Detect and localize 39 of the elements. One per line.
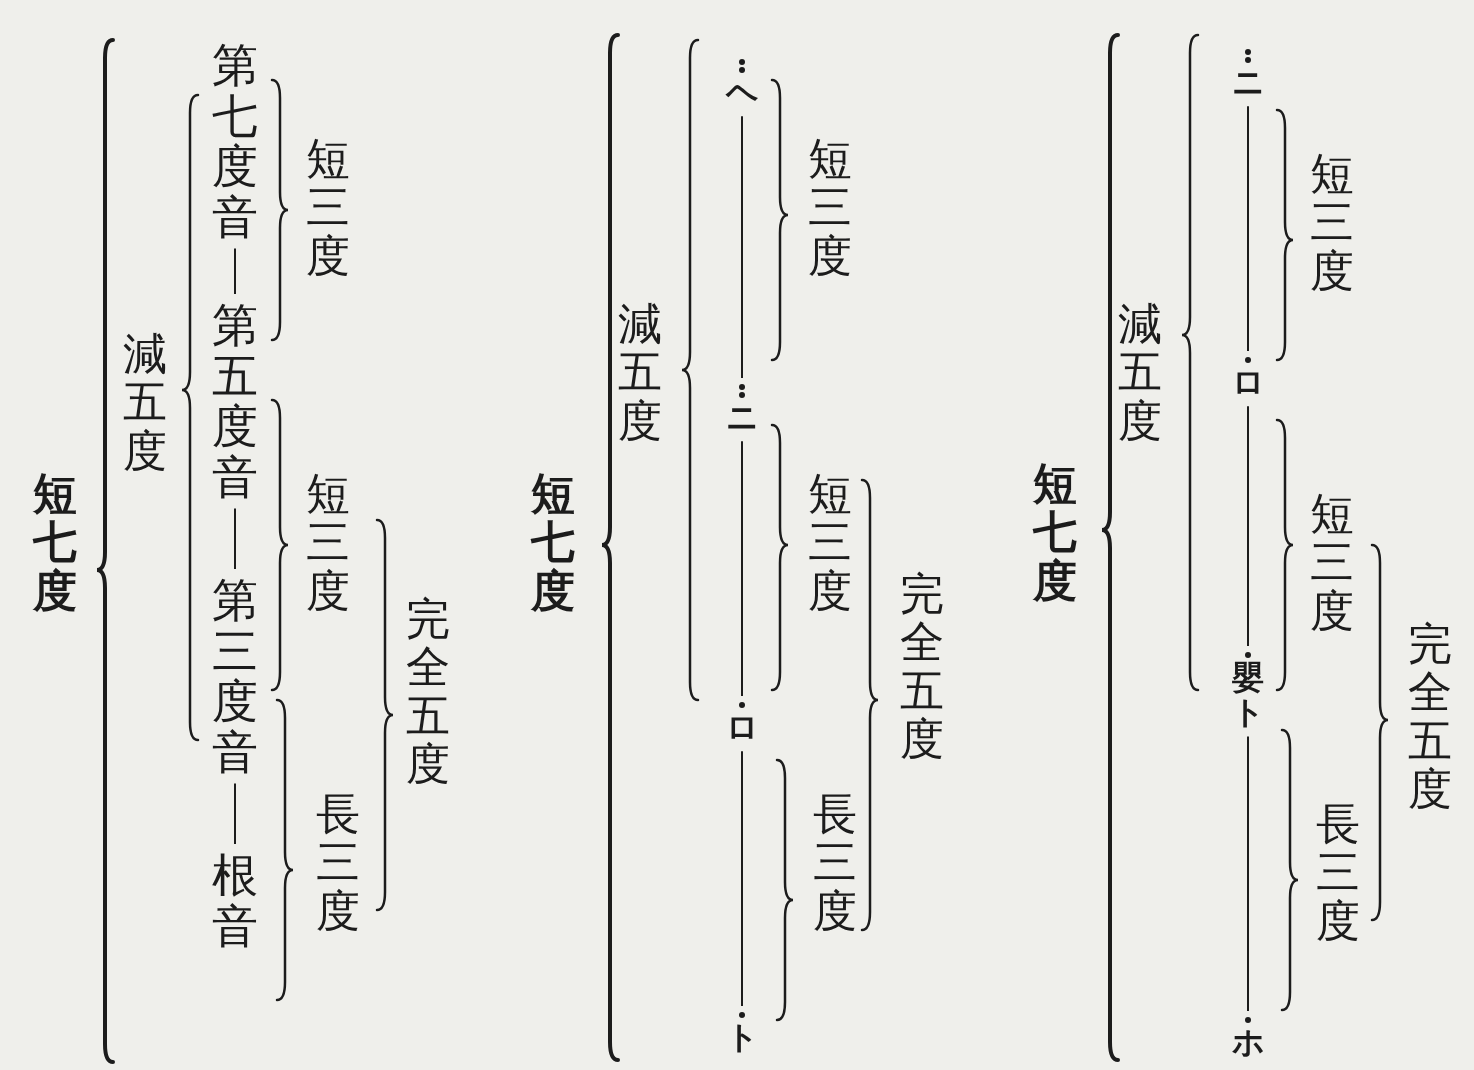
interval-label: 長三度 [316,790,360,936]
note-label: ト [726,1008,758,1056]
interval-label: 長三度 [813,790,857,936]
interval-label: 減五度 [123,330,167,476]
note-label: 嬰ト [1232,648,1264,731]
note-label: ニ [1232,45,1264,101]
note-label: ヘ [726,55,758,111]
interval-label: 減五度 [1118,300,1162,446]
interval-label: 短三度 [1310,490,1354,636]
connecting-line [741,115,743,379]
interval-label: 短三度 [306,470,350,616]
connecting-line [741,440,743,697]
interval-label: 短三度 [1310,150,1354,296]
note-label: 第三度音 [212,571,258,778]
connecting-line [741,750,743,1007]
connecting-line [1247,735,1249,1012]
connecting-line [234,507,236,570]
note-label: ロ [726,698,758,746]
interval-label: 短三度 [808,470,852,616]
note-label: 根音 [212,846,258,952]
note-label: 第五度音 [212,296,258,503]
interval-label: 完全五度 [900,570,944,764]
note-label: ホ [1232,1013,1264,1061]
interval-label: 完全五度 [406,595,450,789]
interval-label: 減五度 [618,300,662,446]
interval-label: 短七度 [531,470,575,616]
interval-label: 完全五度 [1408,620,1452,814]
note-label: ニ [726,380,758,436]
note-label: ロ [1232,353,1264,401]
connecting-line [1247,405,1249,647]
interval-label: 短三度 [808,135,852,281]
connecting-line [234,782,236,845]
interval-label: 短七度 [33,470,77,616]
interval-label: 短七度 [1033,460,1077,606]
interval-label: 長三度 [1316,800,1360,946]
interval-label: 短三度 [306,135,350,281]
note-label: 第七度音 [212,36,258,243]
connecting-line [1247,105,1249,352]
connecting-line [234,247,236,295]
